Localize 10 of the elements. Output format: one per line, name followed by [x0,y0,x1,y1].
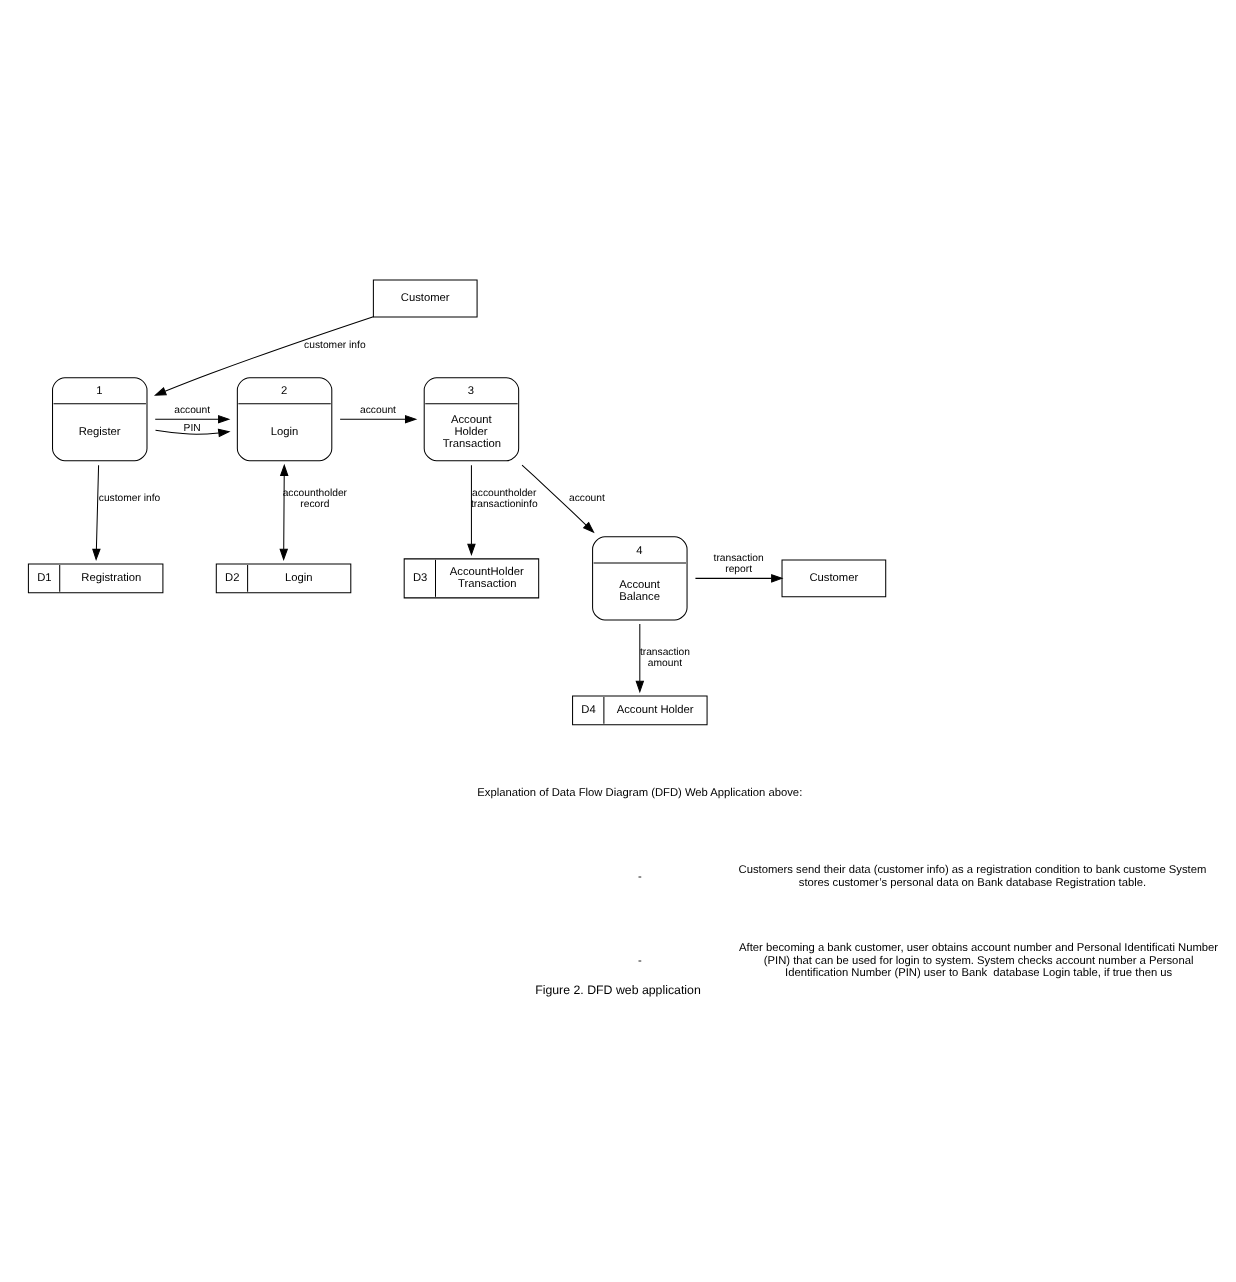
arrow [521,464,595,534]
arrow [339,414,418,424]
arrow [155,428,231,438]
arrow [279,463,289,562]
arrow [694,574,784,583]
arrow [635,623,645,694]
arrow [153,316,374,396]
arrow [467,464,476,557]
arrow [92,464,101,562]
arrow [154,414,231,424]
